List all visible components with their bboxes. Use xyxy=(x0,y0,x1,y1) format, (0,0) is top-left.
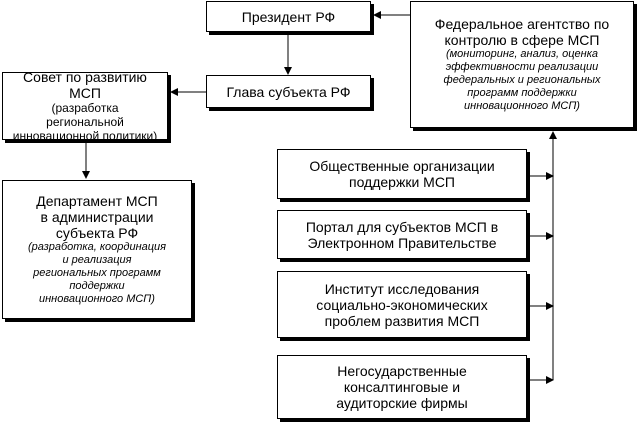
portal-title: Портал для субъектов МСП в Электронном П… xyxy=(305,218,499,251)
institute-title: Институт исследования социально-экономич… xyxy=(316,280,488,329)
agency-title: Федеральное агентство по контролю в сфер… xyxy=(434,16,610,48)
department-note: (разработка, координация и реализация ре… xyxy=(27,241,167,305)
council-note: (разработка региональной инновационной п… xyxy=(12,101,158,143)
agency-box: Федеральное агентство по контролю в сфер… xyxy=(410,1,634,128)
consulting-title: Негосударственные консалтинговые и аудит… xyxy=(336,363,468,411)
portal-box: Портал для субъектов МСП в Электронном П… xyxy=(277,210,527,259)
council-box: Совет по развитию МСП (разработка регион… xyxy=(2,69,168,143)
agency-note: (мониторинг, анализ, оценка эффективност… xyxy=(443,48,601,112)
public-orgs-title: Общественные организации поддержки МСП xyxy=(309,158,495,190)
consulting-box: Негосударственные консалтинговые и аудит… xyxy=(277,355,527,419)
institute-box: Институт исследования социально-экономич… xyxy=(277,271,527,338)
president-title: Президент РФ xyxy=(241,8,336,25)
department-box: Департамент МСП в администрации субъекта… xyxy=(2,180,192,319)
council-title: Совет по развитию МСП xyxy=(23,69,147,101)
president-box: Президент РФ xyxy=(206,1,371,32)
head-title: Глава субъекта РФ xyxy=(226,83,351,100)
public-orgs-box: Общественные организации поддержки МСП xyxy=(277,149,527,199)
head-box: Глава субъекта РФ xyxy=(206,75,371,108)
department-title: Департамент МСП в администрации субъекта… xyxy=(36,193,158,241)
